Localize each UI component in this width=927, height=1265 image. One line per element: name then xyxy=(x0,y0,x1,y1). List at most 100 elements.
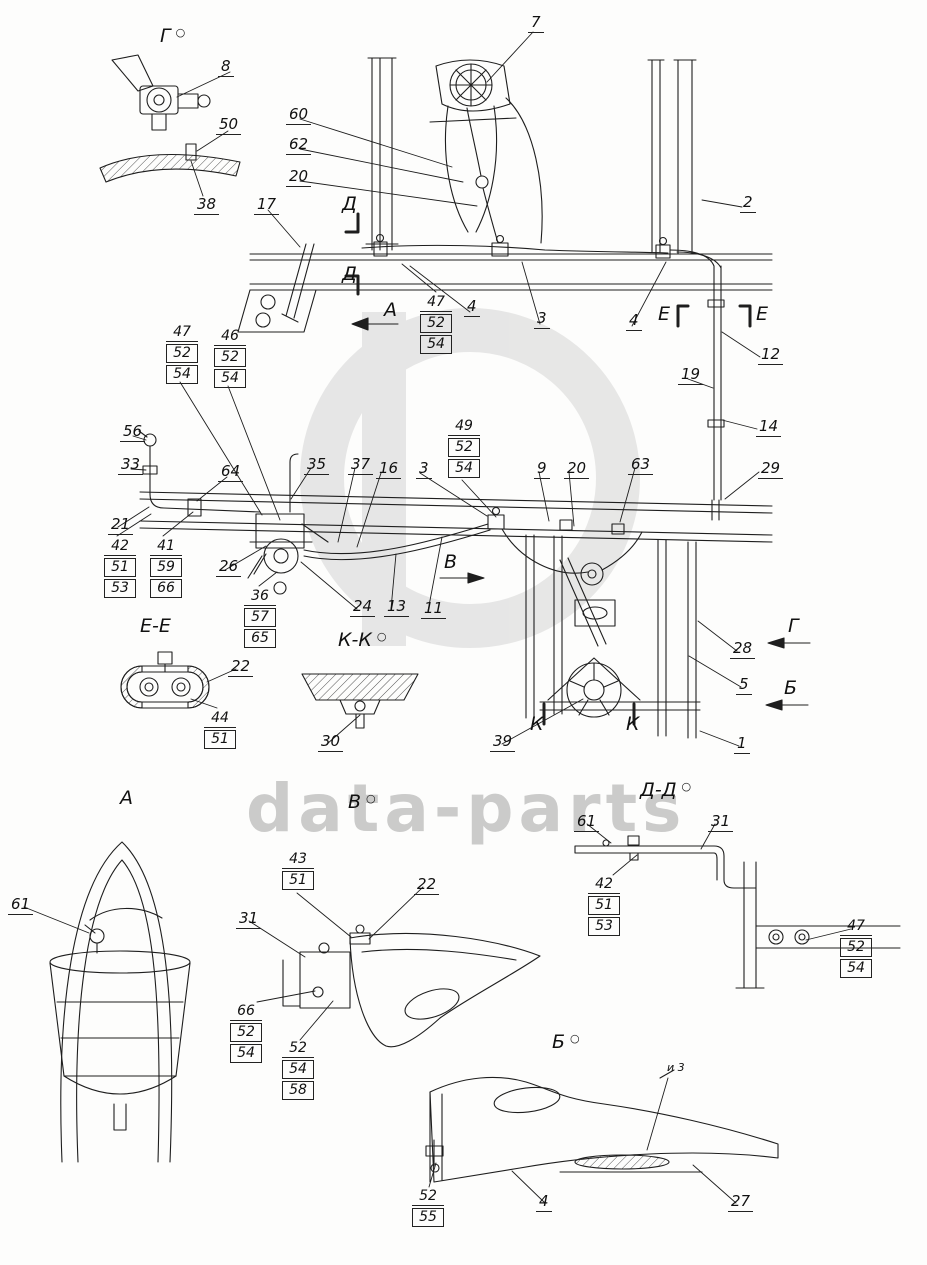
direction-letter: Д xyxy=(342,263,357,285)
part-number: 41 xyxy=(150,538,182,556)
direction-arrows xyxy=(351,317,811,711)
part-number: 31 xyxy=(708,813,734,832)
part-number: 11 xyxy=(421,600,447,619)
part-number: 47 xyxy=(840,918,872,936)
part-number: 62 xyxy=(286,136,312,155)
view-letter: А xyxy=(120,787,133,809)
part-number: 52 xyxy=(448,438,480,457)
part-number: 52 xyxy=(412,1188,444,1206)
part-number: 21 xyxy=(108,516,134,535)
view-letter: Д-Д xyxy=(640,779,677,801)
view-letter: В xyxy=(348,791,362,813)
direction-letter: Б xyxy=(784,677,798,699)
part-number: 28 xyxy=(730,640,756,659)
part-number: 54 xyxy=(420,335,452,354)
part-number: 7 xyxy=(528,14,544,33)
part-number: 51 xyxy=(282,871,314,890)
direction-letter: Е xyxy=(756,303,769,325)
part-number: 64 xyxy=(218,463,244,482)
rotated-view-icon: ○ xyxy=(175,26,186,39)
part-number: 5 xyxy=(736,676,752,695)
view-g-art xyxy=(99,54,241,183)
part-number: 4 xyxy=(536,1193,552,1212)
part-number: 37 xyxy=(348,456,374,475)
part-number: 52 xyxy=(166,344,198,363)
leader-lines xyxy=(23,31,852,1204)
rotated-view-icon: ○ xyxy=(681,780,692,793)
part-number: 54 xyxy=(840,959,872,978)
view-v-art xyxy=(282,924,541,1048)
part-number: 43 xyxy=(282,851,314,869)
view-dd-art xyxy=(574,835,901,989)
part-number: 54 xyxy=(282,1060,314,1079)
part-number: 33 xyxy=(118,456,144,475)
part-number: 60 xyxy=(286,106,312,125)
part-number: 50 xyxy=(216,116,242,135)
part-number: 12 xyxy=(758,346,784,365)
part-number: 31 xyxy=(236,910,262,929)
part-number-stack: 52 54 58 xyxy=(282,1040,314,1100)
part-number: 57 xyxy=(244,608,276,627)
part-number: 52 xyxy=(230,1023,262,1042)
part-number: 3 xyxy=(534,310,550,329)
part-number: 22 xyxy=(414,876,440,895)
part-number: 14 xyxy=(756,418,782,437)
upper-frame-art xyxy=(237,57,773,501)
part-number: 27 xyxy=(728,1193,754,1212)
part-number: 3 xyxy=(416,460,432,479)
part-number: 52 xyxy=(420,314,452,333)
part-number: 13 xyxy=(384,598,410,617)
view-title: Г○ xyxy=(160,26,185,46)
view-letter: Г xyxy=(160,25,171,47)
direction-letter: К xyxy=(530,713,544,735)
part-number: 51 xyxy=(204,730,236,749)
part-number: 52 xyxy=(214,348,246,367)
part-number: 8 xyxy=(218,58,234,77)
part-number: 58 xyxy=(282,1081,314,1100)
direction-letter: В xyxy=(444,551,458,573)
section-kk-art xyxy=(301,673,419,729)
part-number: 4 xyxy=(626,312,642,331)
part-number: 59 xyxy=(150,558,182,577)
part-number: 53 xyxy=(104,579,136,598)
view-letter: Е-Е xyxy=(140,615,171,637)
part-number: 47 xyxy=(166,324,198,342)
part-number: 54 xyxy=(448,459,480,478)
view-title: Д-Д ○ xyxy=(640,780,691,800)
part-number: 29 xyxy=(758,460,784,479)
view-letter: Б xyxy=(552,1031,566,1053)
part-number: 26 xyxy=(216,558,242,577)
rotated-view-icon: ○ xyxy=(570,1032,580,1045)
part-number: 56 xyxy=(120,423,146,442)
view-title: Е-Е xyxy=(140,616,171,636)
view-b-art xyxy=(425,1069,779,1183)
part-number: 38 xyxy=(194,196,220,215)
direction-letter: Д xyxy=(342,193,357,215)
part-number: 51 xyxy=(588,896,620,915)
part-number: 19 xyxy=(678,366,704,385)
section-ee-art xyxy=(120,651,210,709)
part-number: 44 xyxy=(204,710,236,728)
part-number: 46 xyxy=(214,328,246,346)
part-number: 47 xyxy=(420,294,452,312)
part-number: 49 xyxy=(448,418,480,436)
view-letter: К-К xyxy=(338,629,372,651)
part-number: 61 xyxy=(8,896,34,915)
part-number: 65 xyxy=(244,629,276,648)
direction-letter: К xyxy=(626,713,640,735)
view-title: В○ xyxy=(348,792,376,812)
rotated-view-icon: ○ xyxy=(366,792,376,805)
part-number: 52 xyxy=(282,1040,314,1058)
part-number: 61 xyxy=(574,813,600,832)
part-number: 39 xyxy=(490,733,516,752)
